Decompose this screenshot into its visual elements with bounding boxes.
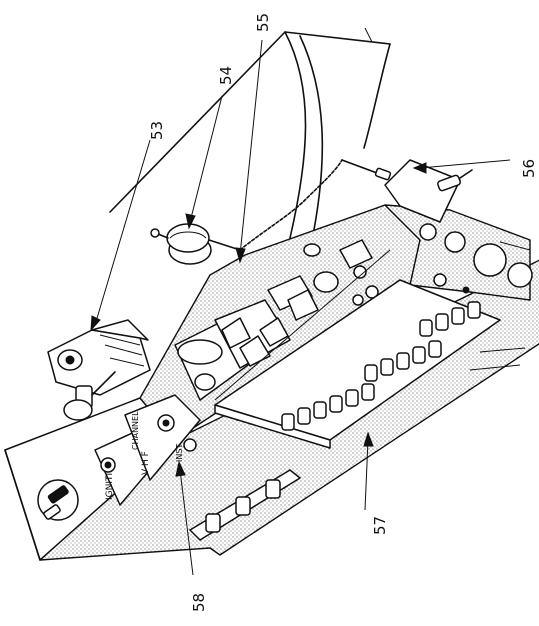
vhf-label: V H F — [141, 451, 151, 475]
callout-57: 57 — [371, 516, 389, 535]
ignition-label: IGNITION — [105, 459, 115, 500]
handset — [150, 223, 241, 265]
channel-label: CHANNEL — [131, 411, 140, 450]
lower-switch-bank — [189, 469, 301, 541]
callout-58: 58 — [190, 593, 208, 612]
switch-row-2 — [364, 340, 442, 382]
right-end-instruments — [384, 159, 533, 294]
callout-54: 54 — [217, 66, 235, 85]
leader-lines — [90, 39, 511, 576]
callout-53: 53 — [148, 121, 166, 140]
switch-row-3 — [419, 301, 481, 337]
callout-56: 56 — [520, 159, 538, 178]
callout-labels: 53 54 55 56 57 58 — [148, 13, 538, 612]
compass-housing — [47, 319, 151, 421]
callout-55: 55 — [254, 13, 272, 32]
inst-label: INST — [175, 444, 184, 462]
switch-row-1 — [281, 383, 375, 431]
center-switch-cluster — [174, 239, 391, 401]
switch-tray — [214, 279, 526, 449]
canopy-frame — [109, 27, 391, 251]
coiled-cord — [239, 159, 392, 251]
vhf-panel: V H F CHANNEL INST — [124, 394, 201, 481]
